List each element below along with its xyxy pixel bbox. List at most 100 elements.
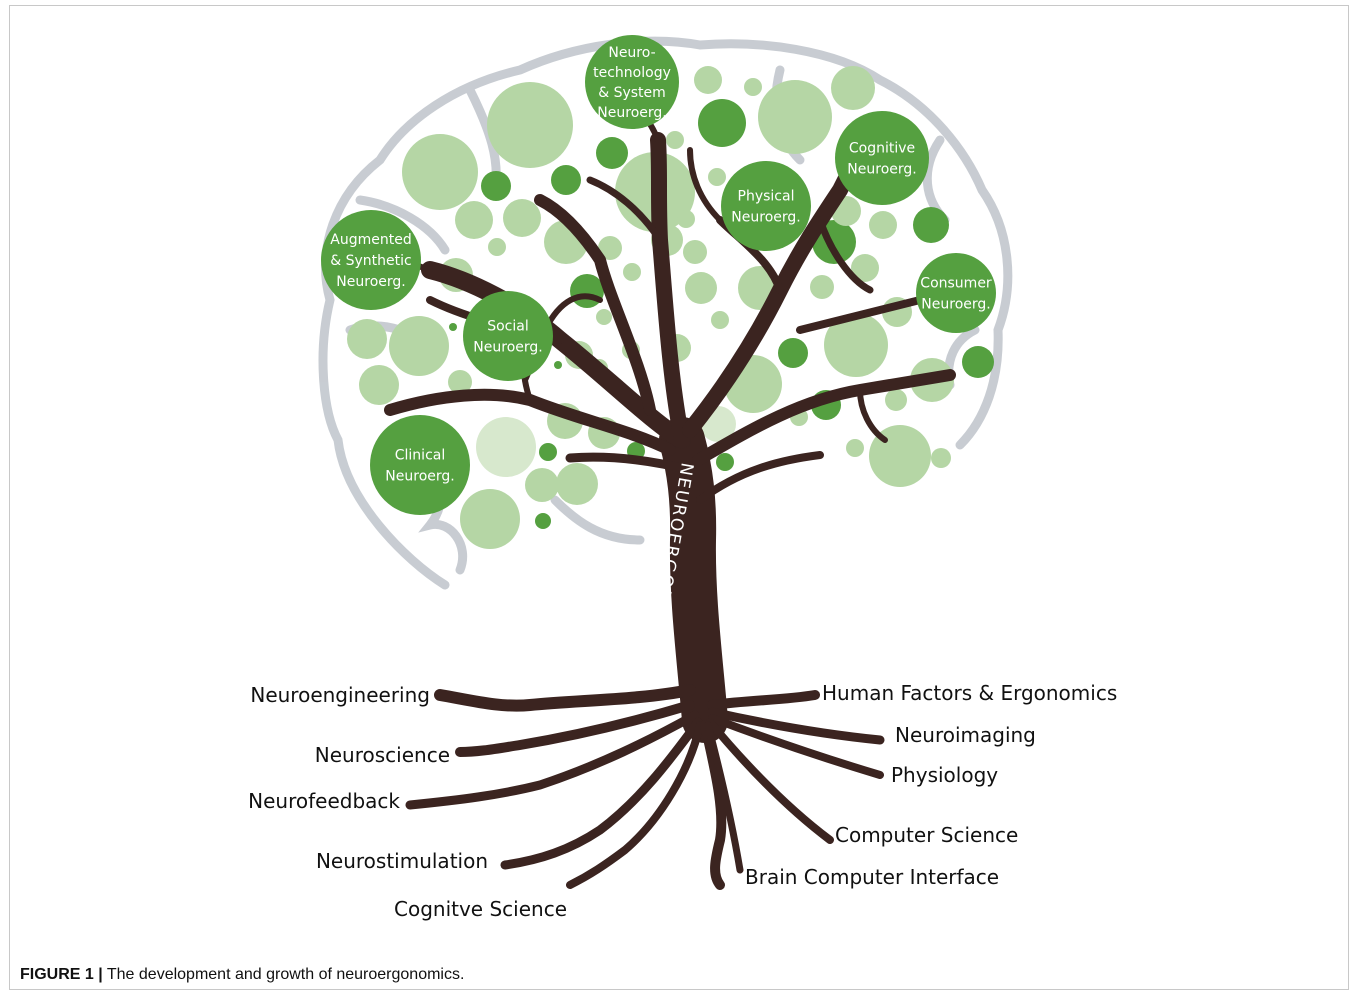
branch-label-neurotech: Neuro- bbox=[608, 45, 655, 61]
root-label-computer-science: Computer Science bbox=[835, 823, 1018, 847]
leaf-circle bbox=[962, 346, 994, 378]
branch-circle-cognitive bbox=[835, 111, 929, 205]
root-label-neuroengineering: Neuroengineering bbox=[250, 683, 430, 707]
root-center bbox=[700, 720, 727, 890]
branch-left-upper bbox=[534, 194, 656, 416]
branch-label-clinical: Clinical bbox=[395, 448, 445, 464]
leaf-circle bbox=[402, 134, 478, 210]
root-labels: Neuroengineering Neuroscience Neurofeedb… bbox=[248, 681, 1117, 921]
branch-label-cognitive: Cognitive bbox=[849, 141, 915, 157]
root-left-5 bbox=[566, 721, 704, 889]
branch-label-consumer: Neuroerg. bbox=[921, 297, 990, 313]
leaf-circle bbox=[744, 78, 762, 96]
brain-outline-outer bbox=[318, 36, 1013, 590]
root-label-neurofeedback: Neurofeedback bbox=[248, 789, 400, 813]
branch-label-social: Neuroerg. bbox=[473, 340, 542, 356]
root-right-3 bbox=[708, 714, 884, 779]
branch-label-consumer: Consumer bbox=[920, 276, 992, 292]
leaf-circle bbox=[851, 254, 879, 282]
branch-center-twig-1 bbox=[586, 176, 664, 244]
leaf-circle bbox=[389, 316, 449, 376]
branch-circle-physical bbox=[721, 161, 811, 251]
leaf-circle bbox=[596, 309, 612, 325]
branch-label-physical: Physical bbox=[738, 189, 795, 205]
leaf-circle bbox=[481, 171, 511, 201]
root-left-2 bbox=[455, 700, 695, 757]
root-right-2 bbox=[707, 707, 885, 745]
root-right-4 bbox=[706, 718, 834, 844]
root-right-5 bbox=[704, 721, 744, 874]
root-right-1 bbox=[707, 690, 820, 710]
leaf-circle bbox=[487, 82, 573, 168]
leaf-circle bbox=[698, 99, 746, 147]
branch-right-low-twig bbox=[857, 387, 888, 443]
leaf-circle bbox=[598, 236, 622, 260]
branch-label-physical: Neuroerg. bbox=[731, 210, 800, 226]
caption-text: The development and growth of neuroergon… bbox=[106, 966, 465, 983]
leaf-circle bbox=[596, 137, 628, 169]
leaf-circle bbox=[460, 489, 520, 549]
branch-circle-augmented bbox=[321, 210, 421, 310]
branch-center-up bbox=[650, 132, 690, 448]
leaf-circle bbox=[824, 313, 888, 377]
leaf-circle bbox=[455, 201, 493, 239]
leaf-circle bbox=[913, 207, 949, 243]
branch-label-clinical: Neuroerg. bbox=[385, 469, 454, 485]
leaf-circle bbox=[869, 211, 897, 239]
root-label-cognitive-science: Cognitve Science bbox=[394, 897, 567, 921]
leaf-circle bbox=[556, 463, 598, 505]
branch-circle-clinical bbox=[370, 415, 470, 515]
leaf-circle bbox=[551, 165, 581, 195]
leaf-circle bbox=[449, 323, 457, 331]
branch-label-augmented: Neuroerg. bbox=[336, 274, 405, 290]
leaf-circle bbox=[716, 453, 734, 471]
leaf-circle bbox=[831, 66, 875, 110]
leaf-circle bbox=[846, 439, 864, 457]
figure-caption: FIGURE 1 | The development and growth of… bbox=[20, 966, 464, 984]
branch-circles: Neuro-technology& SystemNeuroerg.Cogniti… bbox=[321, 35, 996, 515]
leaf-circle bbox=[677, 210, 695, 228]
leaf-circle bbox=[666, 131, 684, 149]
leaf-circle bbox=[685, 272, 717, 304]
branch-circle-neurotech bbox=[585, 35, 679, 129]
caption-label: FIGURE 1 | bbox=[20, 966, 103, 983]
leaf-circle bbox=[448, 370, 472, 394]
branch-label-neurotech: Neuroerg. bbox=[597, 105, 666, 121]
leaf-circle bbox=[694, 66, 722, 94]
branch-circle-social bbox=[463, 291, 553, 381]
branch-label-social: Social bbox=[487, 319, 529, 335]
branch-label-augmented: & Synthetic bbox=[330, 253, 411, 269]
leaf-circle bbox=[554, 361, 562, 369]
leaf-circle bbox=[503, 199, 541, 237]
leaf-circle bbox=[778, 338, 808, 368]
root-label-neurostimulation: Neurostimulation bbox=[316, 849, 488, 873]
tree-trunk-and-branches bbox=[357, 97, 956, 890]
branch-bottom-left bbox=[565, 452, 695, 475]
root-left-3 bbox=[405, 710, 700, 810]
leaf-circle bbox=[535, 513, 551, 529]
leaf-circle bbox=[359, 365, 399, 405]
leaf-circle bbox=[885, 389, 907, 411]
branch-right-consumer bbox=[796, 296, 924, 334]
branch-right-low bbox=[692, 369, 956, 466]
leaf-circle bbox=[347, 319, 387, 359]
root-left-1 bbox=[434, 684, 696, 712]
leaf-circle bbox=[758, 80, 832, 154]
leaf-circle bbox=[711, 311, 729, 329]
leaf-circle bbox=[525, 468, 559, 502]
brain-outline-inner-3 bbox=[355, 195, 450, 255]
branch-label-cognitive: Neuroerg. bbox=[847, 162, 916, 178]
brain-outline-inner-8 bbox=[550, 495, 645, 545]
leaf-circle bbox=[488, 238, 506, 256]
root-label-neuroscience: Neuroscience bbox=[315, 743, 450, 767]
figure-frame bbox=[9, 5, 1349, 990]
root-label-physiology: Physiology bbox=[891, 763, 998, 787]
root-label-neuroimaging: Neuroimaging bbox=[895, 723, 1036, 747]
branch-right-twig-3 bbox=[816, 216, 874, 294]
root-left-4 bbox=[500, 717, 703, 870]
root-label-brain-computer-interface: Brain Computer Interface bbox=[745, 865, 999, 889]
branch-circle-consumer bbox=[916, 253, 996, 333]
leaf-circle bbox=[708, 168, 726, 186]
leaf-circle bbox=[539, 443, 557, 461]
